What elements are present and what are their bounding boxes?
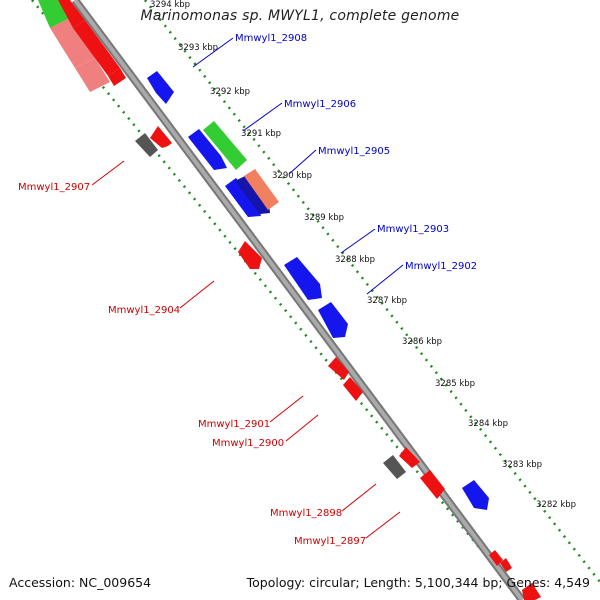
outer-tick-ring [144, 0, 600, 583]
genome-title: Marinomonas sp. MWYL1, complete genome [140, 8, 460, 24]
tick-label: 3290 kbp [272, 171, 312, 181]
reverse-label-leaders [91, 160, 401, 539]
reverse-genes [135, 126, 541, 600]
tick-label: 3289 kbp [304, 213, 344, 223]
tick-label: 3288 kbp [335, 255, 375, 265]
tick-labels: 3294 kbp 3293 kbp 3292 kbp 3291 kbp 3290… [150, 0, 576, 510]
tick-label: 3285 kbp [435, 379, 475, 389]
gene-label-2903[interactable]: Mmwyl1_2903 [377, 224, 449, 235]
tick-label: 3287 kbp [367, 296, 407, 306]
tick-label: 3294 kbp [150, 0, 190, 10]
tick-label: 3282 kbp [536, 500, 576, 510]
gene-label-2897[interactable]: Mmwyl1_2897 [294, 536, 366, 547]
gene-label-2905[interactable]: Mmwyl1_2905 [318, 146, 390, 157]
forward-genes [147, 71, 489, 510]
accession-text: Accession: NC_009654 [9, 575, 152, 590]
tick-label: 3284 kbp [468, 419, 508, 429]
gene-label-2907[interactable]: Mmwyl1_2907 [18, 182, 90, 193]
gene-label-2900[interactable]: Mmwyl1_2900 [212, 438, 284, 449]
gene-label-2906[interactable]: Mmwyl1_2906 [284, 99, 356, 110]
gene-label-2902[interactable]: Mmwyl1_2902 [405, 261, 477, 272]
genome-summary-text: Topology: circular; Length: 5,100,344 bp… [246, 575, 590, 590]
tick-label: 3291 kbp [241, 129, 281, 139]
forward-label-leaders [192, 37, 404, 295]
tick-label: 3283 kbp [502, 460, 542, 470]
inner-tick-ring [31, 0, 523, 600]
tick-label: 3293 kbp [178, 43, 218, 53]
gene-labels: Mmwyl1_2908 Mmwyl1_2906 Mmwyl1_2905 Mmwy… [18, 33, 477, 547]
gc-skew-feature [203, 121, 247, 170]
tick-label: 3292 kbp [210, 87, 250, 97]
gene-label-2898[interactable]: Mmwyl1_2898 [270, 508, 342, 519]
tick-label: 3286 kbp [402, 337, 442, 347]
gc-content-track [38, 0, 126, 92]
gene-label-2904[interactable]: Mmwyl1_2904 [108, 305, 180, 316]
gene-label-2901[interactable]: Mmwyl1_2901 [198, 419, 270, 430]
rrna-feature [244, 169, 279, 210]
gene-label-2908[interactable]: Mmwyl1_2908 [235, 33, 307, 44]
